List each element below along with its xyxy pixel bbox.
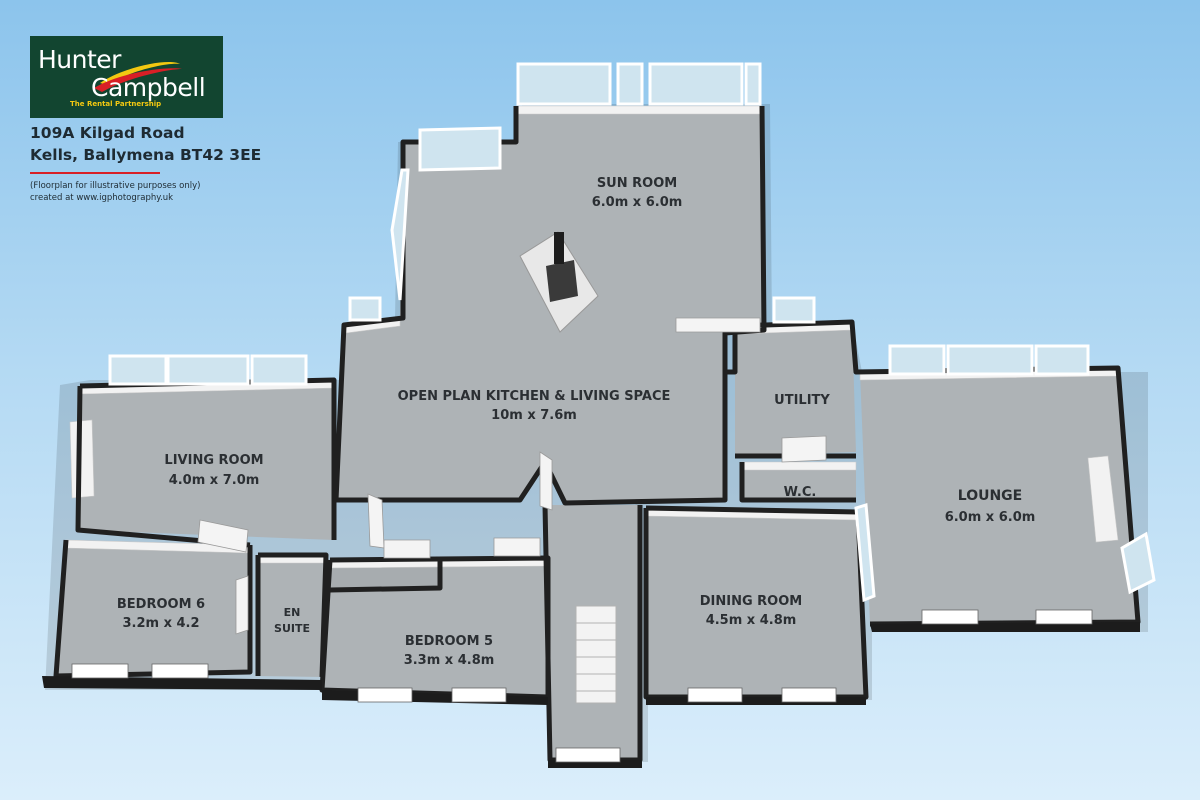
label-dining-room: DINING ROOM bbox=[700, 594, 802, 609]
brand-logo: Hunter Campbell The Rental Partnership bbox=[30, 36, 223, 118]
size-lounge: 6.0m x 6.0m bbox=[945, 510, 1036, 525]
logo-word-hunter: Hunter bbox=[38, 45, 121, 74]
stairs-icon bbox=[575, 605, 617, 704]
logo-word-campbell: Campbell bbox=[91, 73, 206, 102]
disclaimer-note: (Floorplan for illustrative purposes onl… bbox=[30, 181, 201, 191]
size-living-room: 4.0m x 7.0m bbox=[169, 473, 260, 488]
size-kitchen: 10m x 7.6m bbox=[491, 408, 577, 423]
stove-icon bbox=[519, 231, 599, 333]
label-en-suite-2: SUITE bbox=[274, 622, 310, 635]
size-dining-room: 4.5m x 4.8m bbox=[706, 613, 797, 628]
accent-rule bbox=[30, 172, 160, 174]
size-sun-room: 6.0m x 6.0m bbox=[592, 195, 683, 210]
credit-note: created at www.igphotography.uk bbox=[30, 193, 174, 203]
label-wc: W.C. bbox=[784, 485, 817, 500]
size-bedroom-6: 3.2m x 4.2 bbox=[122, 616, 199, 631]
logo-swoosh-icon bbox=[94, 62, 182, 92]
label-sun-room: SUN ROOM bbox=[597, 176, 677, 191]
size-bedroom-5: 3.3m x 4.8m bbox=[404, 653, 495, 668]
label-utility: UTILITY bbox=[774, 393, 830, 408]
label-lounge: LOUNGE bbox=[958, 488, 1022, 504]
label-en-suite-1: EN bbox=[284, 606, 301, 619]
address-line-2: Kells, Ballymena BT42 3EE bbox=[30, 146, 262, 164]
label-bedroom-5: BEDROOM 5 bbox=[405, 634, 493, 649]
label-kitchen: OPEN PLAN KITCHEN & LIVING SPACE bbox=[398, 389, 671, 404]
address-line-1: 109A Kilgad Road bbox=[30, 124, 185, 142]
label-bedroom-6: BEDROOM 6 bbox=[117, 597, 205, 612]
logo-tagline: The Rental Partnership bbox=[70, 100, 162, 108]
label-living-room: LIVING ROOM bbox=[164, 453, 263, 468]
